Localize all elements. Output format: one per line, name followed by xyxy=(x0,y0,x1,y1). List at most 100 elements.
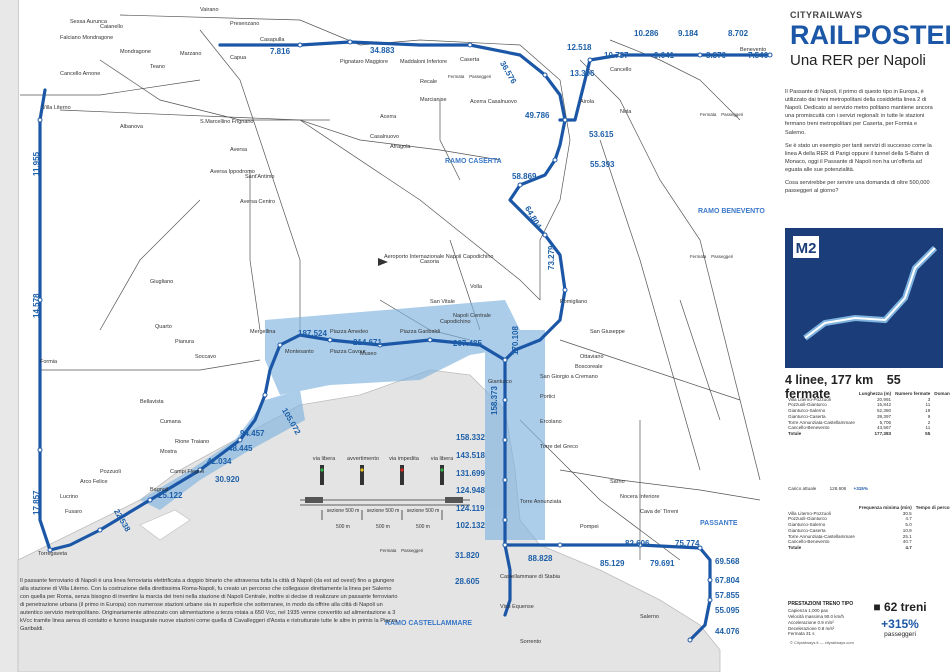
station-label: Falciano Mondragone xyxy=(60,35,114,41)
station-label: Cancello Arnone xyxy=(60,71,101,77)
branch-castellammare-title: RAMO CASTELLAMMARE xyxy=(385,620,473,627)
m2-inset-svg: M2 xyxy=(785,228,943,368)
station-label: Campi Flegrei xyxy=(170,469,205,475)
station-label: Volla xyxy=(470,284,482,290)
flow-value: 48.445 xyxy=(228,444,253,453)
trains-summary: ■ 62 treni +315% passeggeri xyxy=(855,600,945,638)
table-cell: 9 xyxy=(927,413,931,419)
station-label: Portici xyxy=(540,394,556,400)
station-label: Pignataro Maggiore xyxy=(340,59,389,65)
flow-value: 17.857 xyxy=(32,490,41,515)
flow-value: 124.119 xyxy=(456,504,485,513)
table-cell: 177,383 xyxy=(874,431,892,437)
station-label: Aeroporto Internazionale Napoli Capodich… xyxy=(384,254,494,260)
branch-benevento-title: RAMO BENEVENTO xyxy=(698,208,765,215)
benevento-legend: Fermata Passeggeri xyxy=(700,112,744,117)
flow-value: 73.279 xyxy=(547,245,556,270)
station-label: Quarto xyxy=(155,324,172,330)
flow-value: 170.108 xyxy=(511,326,520,355)
station-label: Pompei xyxy=(580,524,599,530)
station-label: Acerra Casalnuovo xyxy=(470,99,517,105)
table-cell: 55 xyxy=(925,431,931,437)
station-label: Formia xyxy=(40,359,58,365)
table-cell: 533,134 xyxy=(932,431,950,437)
table-cell: 2 xyxy=(927,419,931,425)
load-note: Carico attuale 128.606 +315% xyxy=(788,486,868,491)
station-label: Pozzuoli xyxy=(100,469,121,475)
table-cell xyxy=(914,545,950,551)
signal-diagram xyxy=(300,465,470,520)
station-label: Montesanto xyxy=(285,349,314,355)
flow-value: 102.132 xyxy=(456,521,485,530)
table-row: Villa Literno-Pozzuoli20,991312,66417,85… xyxy=(786,397,950,403)
flow-value: 69.568 xyxy=(715,557,740,566)
table-cell: Cancello-Benevento xyxy=(788,539,830,545)
frequency-table: Frequenza minima (min)Tempo di percorren… xyxy=(786,505,950,551)
table-header: Lunghezza (m) xyxy=(858,391,892,396)
station-label: Boscoreale xyxy=(575,364,603,370)
signal-label-2: via impedita xyxy=(389,456,419,462)
branch-passante-title: PASSANTE xyxy=(700,520,738,527)
trains-count: ■ 62 treni xyxy=(855,600,945,614)
flow-value: 57.855 xyxy=(715,591,740,600)
intro-paragraph-0: Il Passante di Napoli, il primo di quest… xyxy=(785,89,933,136)
table-cell: 25.1 xyxy=(902,533,912,539)
station-label: Recale xyxy=(420,79,438,85)
train-specs-title: PRESTAZIONI TRENO TIPO xyxy=(788,601,854,607)
m2-inset-map: M2 xyxy=(785,228,943,368)
station-label: Nocera Inferiore xyxy=(620,494,660,500)
flow-value: 31.820 xyxy=(455,551,480,560)
table-cell: 19 xyxy=(925,408,931,414)
table-cell: 40.7 xyxy=(902,539,912,545)
flow-value: 7.816 xyxy=(270,47,291,56)
station-label: Torregaveta xyxy=(38,551,68,557)
table-cell: 11 xyxy=(925,425,931,431)
flow-value: 13.396 xyxy=(570,69,595,78)
flow-value: 124.948 xyxy=(456,486,485,495)
flow-value: 88.828 xyxy=(528,554,553,563)
flow-value: 187.524 xyxy=(298,329,327,338)
station-label: Capodichino xyxy=(440,319,471,325)
station-label: Nola xyxy=(620,109,632,115)
station-label: Piazza Amedeo xyxy=(330,329,369,335)
station-label: Gianturco xyxy=(488,379,512,385)
distance-label-1: 500 m xyxy=(376,524,390,530)
flow-value: 131.699 xyxy=(456,469,485,478)
train-spec-row: Velocità massima 90.0 km/h xyxy=(788,613,845,619)
intro-paragraph-1: Se è stato un esempio per tanti servizi … xyxy=(785,142,932,173)
station-label: Museo xyxy=(360,351,377,357)
station-label: Casalnuovo xyxy=(370,134,400,140)
table-cell: 15,842 xyxy=(877,402,892,408)
passante-legend: Fermata Passeggeri xyxy=(690,254,734,259)
flow-value: 11.955 xyxy=(32,151,41,176)
table-cell: Villa Literno-Pozzuoli xyxy=(788,510,831,516)
brand-tag: CITYRAILWAYS xyxy=(790,10,863,20)
station-label: Sarno xyxy=(610,479,625,485)
table-cell: 43,567 xyxy=(877,425,892,431)
table-header: Frequenza minima (min) xyxy=(858,505,912,510)
flow-value: 58.869 xyxy=(512,172,537,181)
flow-value: 158.332 xyxy=(456,433,485,442)
station-label: Marzano xyxy=(180,51,202,57)
station-label: Casapulla xyxy=(260,37,285,43)
station-label: Bagnoli xyxy=(150,487,169,493)
distance-label-2: 500 m xyxy=(416,524,430,530)
station-label: Casoria xyxy=(420,259,439,265)
trains-pct: +315% xyxy=(881,617,919,631)
flow-value: 207.485 xyxy=(453,339,482,348)
flow-value: 49.786 xyxy=(525,111,550,120)
station-label: Rione Traiano xyxy=(175,439,210,445)
table-cell: Totale xyxy=(788,431,802,437)
brand-block: CITYRAILWAYS RAILPOSTER Una RER per Napo… xyxy=(790,10,950,69)
station-label: Maddaloni Inferiore xyxy=(400,59,448,65)
section-label-1: sezione 500 m xyxy=(366,508,400,514)
table-header: Domanda totale xyxy=(934,391,950,396)
station-label: Mergellina xyxy=(250,329,276,335)
